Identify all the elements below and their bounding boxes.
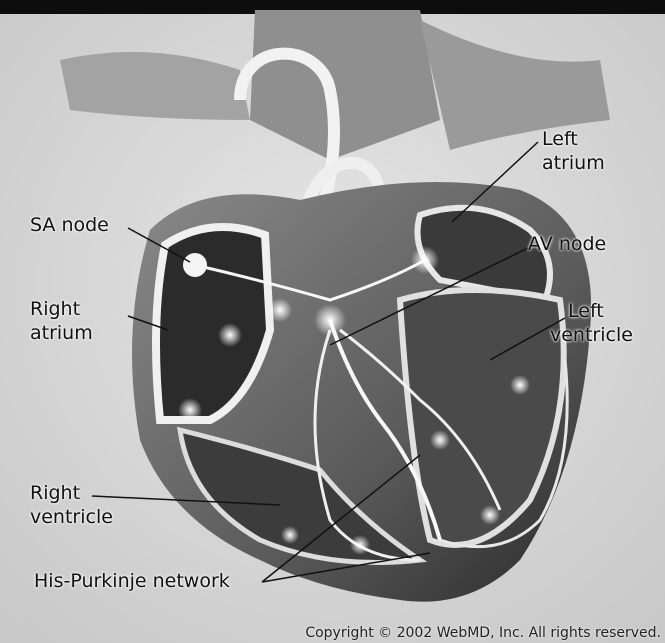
glow-point <box>411 246 439 274</box>
label-right-ventricle-line2: ventricle <box>30 506 113 528</box>
glow-point <box>510 375 530 395</box>
label-left-atrium-line1: Left <box>542 128 578 150</box>
label-right-atrium-line2: atrium <box>30 322 93 344</box>
av-node-glow <box>314 304 346 336</box>
label-left-ventricle-line1: Left <box>568 300 604 322</box>
glow-point <box>350 535 370 555</box>
label-left-atrium-line2: atrium <box>542 152 605 174</box>
label-right-ventricle-line1: Right <box>30 482 80 504</box>
glow-point <box>430 430 450 450</box>
sa-node-mark <box>183 253 207 277</box>
label-av-node: AV node <box>528 233 606 255</box>
glow-point <box>268 298 292 322</box>
label-left-ventricle-line2: ventricle <box>550 324 633 346</box>
glow-point <box>480 505 500 525</box>
glow-point <box>218 323 242 347</box>
glow-point <box>281 526 299 544</box>
copyright-notice: Copyright © 2002 WebMD, Inc. All rights … <box>305 625 661 641</box>
label-sa-node: SA node <box>30 214 109 236</box>
glow-point <box>178 398 202 422</box>
label-right-atrium-line1: Right <box>30 298 80 320</box>
label-his-purkinje-network: His-Purkinje network <box>34 570 230 592</box>
